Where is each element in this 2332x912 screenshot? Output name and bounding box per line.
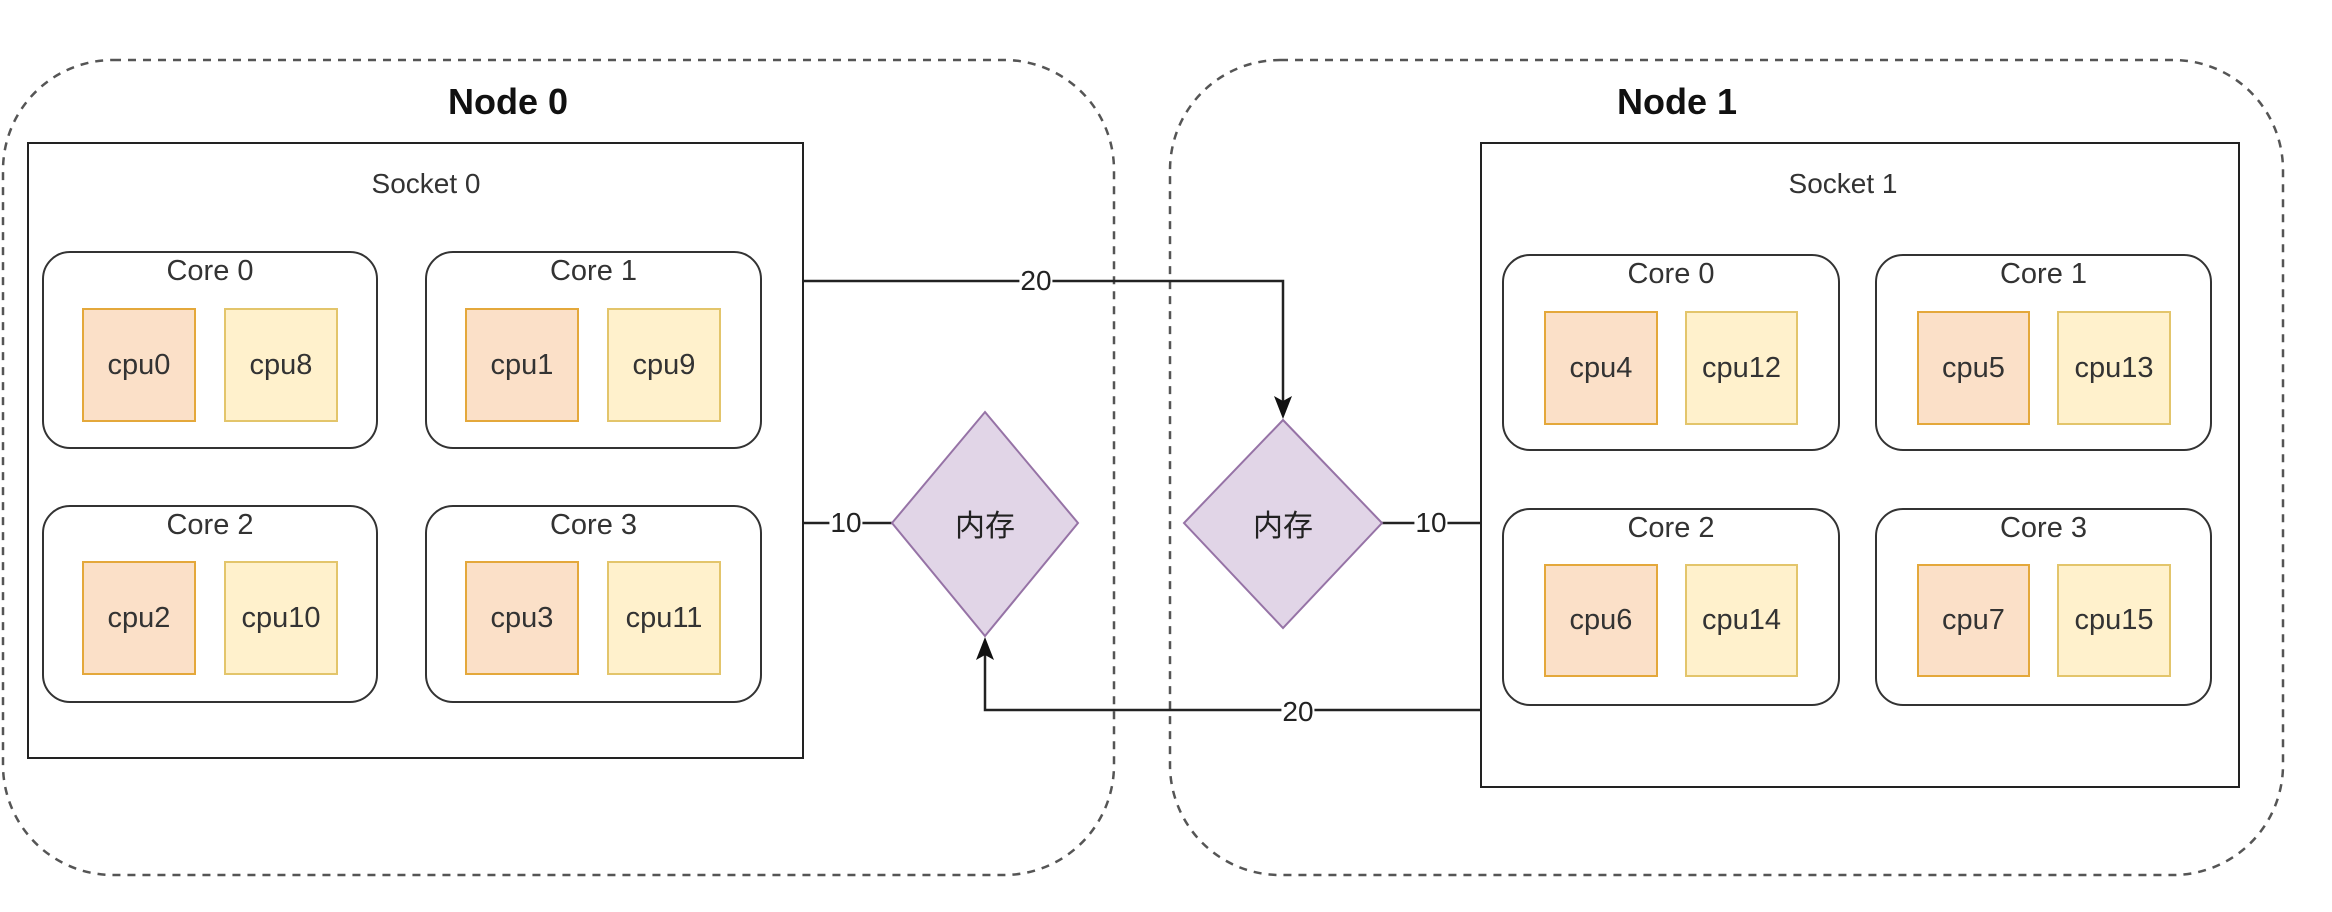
cpu-box: cpu8 [224,308,338,422]
core-label: Core 2 [166,509,254,541]
cpu-box: cpu14 [1685,564,1798,677]
node-1-container [1168,58,2285,877]
memory-1-label: 内存 [1253,510,1313,543]
cpu-box: cpu1 [465,308,579,422]
socket-1-label: Socket 1 [1788,168,1898,199]
edge-label: 20 [1019,265,1053,296]
cpu-box: cpu4 [1544,311,1658,425]
core-label: Core 3 [549,509,638,541]
core-label: Core 0 [1627,258,1715,290]
cpu-box: cpu15 [2057,564,2171,677]
node-1-title: Node 1 [1616,81,1738,122]
cpu-box: cpu7 [1917,564,2030,677]
cpu-box: cpu10 [224,561,338,675]
edge-label: 20 [1281,696,1315,727]
cpu-box: cpu6 [1544,564,1658,677]
cpu-box: cpu0 [82,308,196,422]
core-label: Core 0 [166,255,254,287]
cpu-box: cpu2 [82,561,196,675]
node-0-title: Node 0 [447,81,569,122]
socket-0-label: Socket 0 [371,168,481,199]
cpu-box: cpu11 [607,561,721,675]
cpu-box: cpu3 [465,561,579,675]
memory-0-label: 内存 [955,510,1015,543]
cpu-box: cpu9 [607,308,721,422]
edge-label: 10 [1414,507,1448,538]
edge-label: 10 [829,507,863,538]
core-label: Core 1 [549,255,638,287]
core-label: Core 3 [1999,512,2088,544]
cpu-box: cpu13 [2057,311,2171,425]
cpu-box: cpu5 [1917,311,2030,425]
core-label: Core 1 [1999,258,2088,290]
core-label: Core 2 [1627,512,1715,544]
cpu-box: cpu12 [1685,311,1798,425]
